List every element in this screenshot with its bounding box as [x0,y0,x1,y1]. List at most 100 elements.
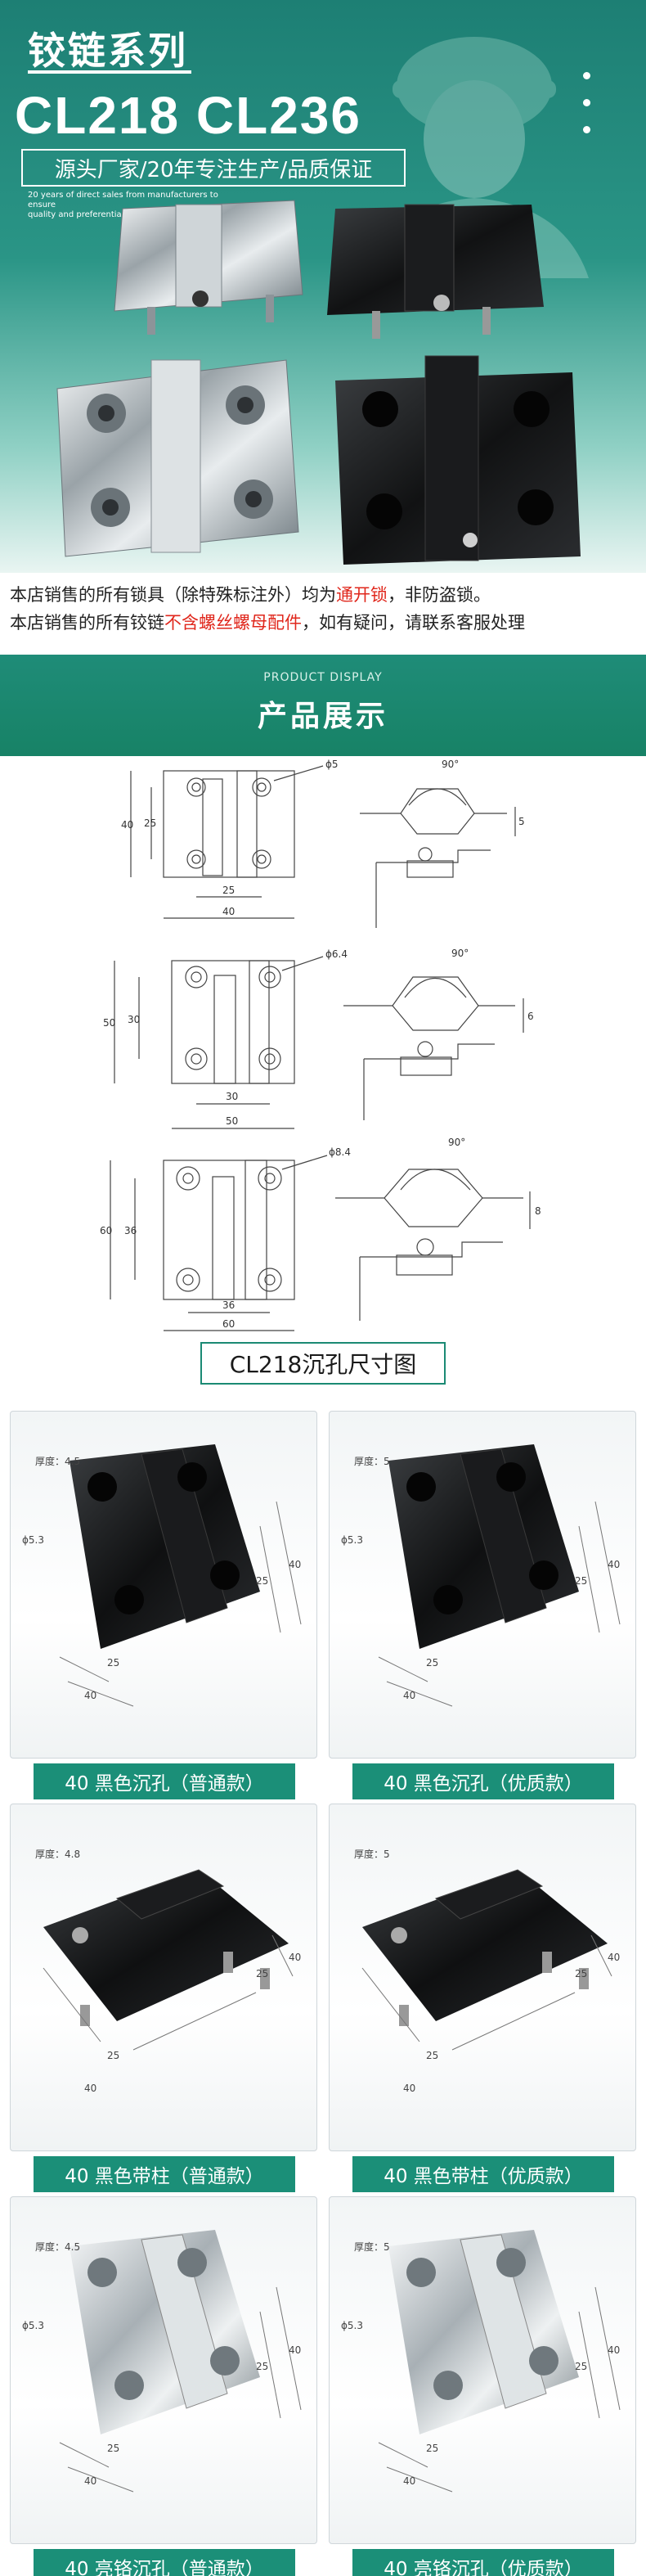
hole-diameter-label: ϕ5.3 [341,2320,363,2331]
model-number: CL218 CL236 [15,86,361,145]
dim-label-d: 40 [289,1952,302,1963]
thickness-label: 厚度：5 [354,1849,390,1860]
dimension-drawings: ϕ5 40 25 25 40 90° 5 ϕ6.4 50 30 30 50 90… [0,756,646,1399]
dim-label-d: 40 [608,1559,621,1570]
product-card[interactable]: 厚度：5 ϕ5.3 25 40 25 40 40 亮铬沉孔（优质款） [329,2196,636,2576]
hole-diameter-label: ϕ5.3 [22,1534,44,1546]
drawing-60 [110,1155,531,1331]
black-hinge-side-photo [327,204,544,339]
notice-line-1: 本店销售的所有锁具（除特殊标注外）均为通开锁，非防盗锁。 [10,581,636,609]
dim-spacing-60: 36 [222,1299,235,1311]
dim-label-a: 25 [426,1657,439,1669]
dim-label-c: 25 [575,1575,588,1587]
notice-line-2: 本店销售的所有铰链不含螺丝螺母配件，如有疑问，请联系客服处理 [10,609,636,637]
dim-label-a: 25 [107,2443,120,2454]
dim-label-c: 25 [256,1575,269,1587]
dim-label-d: 40 [608,1952,621,1963]
product-caption: 40 亮铬沉孔（普通款） [34,2549,295,2576]
thickness-label: 厚度：4.5 [35,2241,81,2253]
title-underline [28,70,191,74]
dim-angle-50: 90° [451,948,469,959]
tagline-box: 源头厂家/20年专注生产/品质保证 [21,149,406,187]
notice-text: ，非防盗锁。 [388,585,491,605]
thickness-label: 厚度：4.8 [35,1849,81,1860]
dim-label-b: 40 [84,1690,97,1701]
dim-label-b: 40 [403,2083,416,2094]
carousel-dot[interactable] [583,126,590,133]
product-card[interactable]: 厚度：4.5 ϕ5.3 25 40 25 40 40 亮铬沉孔（普通款） [10,2196,317,2576]
notice-text: ，如有疑问，请联系客服处理 [302,613,525,633]
store-notice: 本店销售的所有锁具（除特殊标注外）均为通开锁，非防盗锁。 本店销售的所有铰链不含… [0,573,646,655]
thickness-label: 厚度：5 [354,2241,390,2253]
english-note-line1: 20 years of direct sales from manufactur… [28,191,218,209]
dim-label-d: 40 [289,2344,302,2356]
dim-label-b: 40 [84,2083,97,2094]
dim-label-d: 40 [289,1559,302,1570]
dim-width-40: 40 [222,906,235,917]
dim-angle-40: 90° [442,759,459,770]
dim-label-a: 25 [426,2443,439,2454]
drawing-50 [114,956,524,1129]
hero-hinge-photos [56,200,581,565]
hinge-photo [43,1869,289,2026]
dim-label-d: 40 [608,2344,621,2356]
product-card[interactable]: 厚度：4.8 25 40 25 40 40 黑色带柱（普通款） [10,1804,317,2192]
hero-banner: 铰链系列 CL218 CL236 源头厂家/20年专注生产/品质保证 20 ye… [0,0,646,573]
hinge-photo [362,1869,608,2026]
dim-label-a: 25 [107,2050,120,2061]
dim-label-c: 25 [256,1968,269,1979]
carousel-dot[interactable] [583,72,590,79]
dim-thick-50: 6 [527,1011,534,1022]
product-caption: 40 亮铬沉孔（优质款） [352,2549,614,2576]
black-hinge-open-photo [335,355,581,565]
dim-label-b: 40 [403,1690,416,1701]
hinge-photo [388,2230,579,2434]
carousel-dot[interactable] [583,99,590,106]
hinge-photo [70,1444,260,1649]
dim-height-50: 50 [103,1017,115,1029]
dim-inner-50: 30 [128,1014,140,1025]
product-display-header: PRODUCT DISPLAY 产品展示 [0,655,646,768]
notice-highlight: 通开锁 [336,585,388,605]
product-caption: 40 黑色带柱（优质款） [352,2156,614,2192]
dim-label-c: 25 [575,1968,588,1979]
drawing-40 [130,765,516,928]
product-caption: 40 黑色沉孔（优质款） [352,1763,614,1799]
english-note: 20 years of direct sales from manufactur… [28,191,224,220]
dim-spacing-50: 30 [226,1091,238,1102]
dim-hole-50: ϕ6.4 [325,948,348,960]
thickness-label: 厚度：4.5 [35,1456,81,1467]
section-english-title: PRODUCT DISPLAY [263,671,383,684]
dim-inner-40: 25 [144,817,156,829]
dim-angle-60: 90° [448,1137,465,1148]
english-note-line2: quality and preferential prices [28,210,151,219]
dim-height-40: 40 [121,819,133,831]
notice-highlight: 不含螺丝螺母配件 [164,613,302,633]
hole-diameter-label: ϕ5.3 [22,2320,44,2331]
chrome-hinge-side-photo [114,200,303,335]
notice-text: 本店销售的所有锁具（除特殊标注外）均为 [10,585,336,605]
dim-hole-60: ϕ8.4 [329,1146,351,1158]
carousel-dots [583,72,590,153]
technical-drawing-svg: ϕ5 40 25 25 40 90° 5 ϕ6.4 50 30 30 50 90… [100,759,541,1331]
dim-width-60: 60 [222,1318,235,1330]
dim-label-b: 40 [403,2475,416,2487]
dim-label-c: 25 [575,2361,588,2372]
series-title: 铰链系列 [28,29,188,73]
dim-height-60: 60 [100,1225,112,1236]
hole-diameter-label: ϕ5.3 [341,1534,363,1546]
dim-spacing-40: 25 [222,885,235,896]
drawing-caption: CL218沉孔尺寸图 [200,1342,446,1385]
dim-thick-40: 5 [518,816,525,827]
dim-label-b: 40 [84,2475,97,2487]
dim-label-a: 25 [426,2050,439,2061]
dim-width-50: 50 [226,1115,238,1127]
product-card[interactable]: 厚度：5 25 40 25 40 40 黑色带柱（优质款） [329,1804,636,2192]
dim-label-c: 25 [256,2361,269,2372]
product-caption: 40 黑色带柱（普通款） [34,2156,295,2192]
hinge-photo [70,2230,260,2434]
dim-hole-40: ϕ5 [325,759,339,770]
